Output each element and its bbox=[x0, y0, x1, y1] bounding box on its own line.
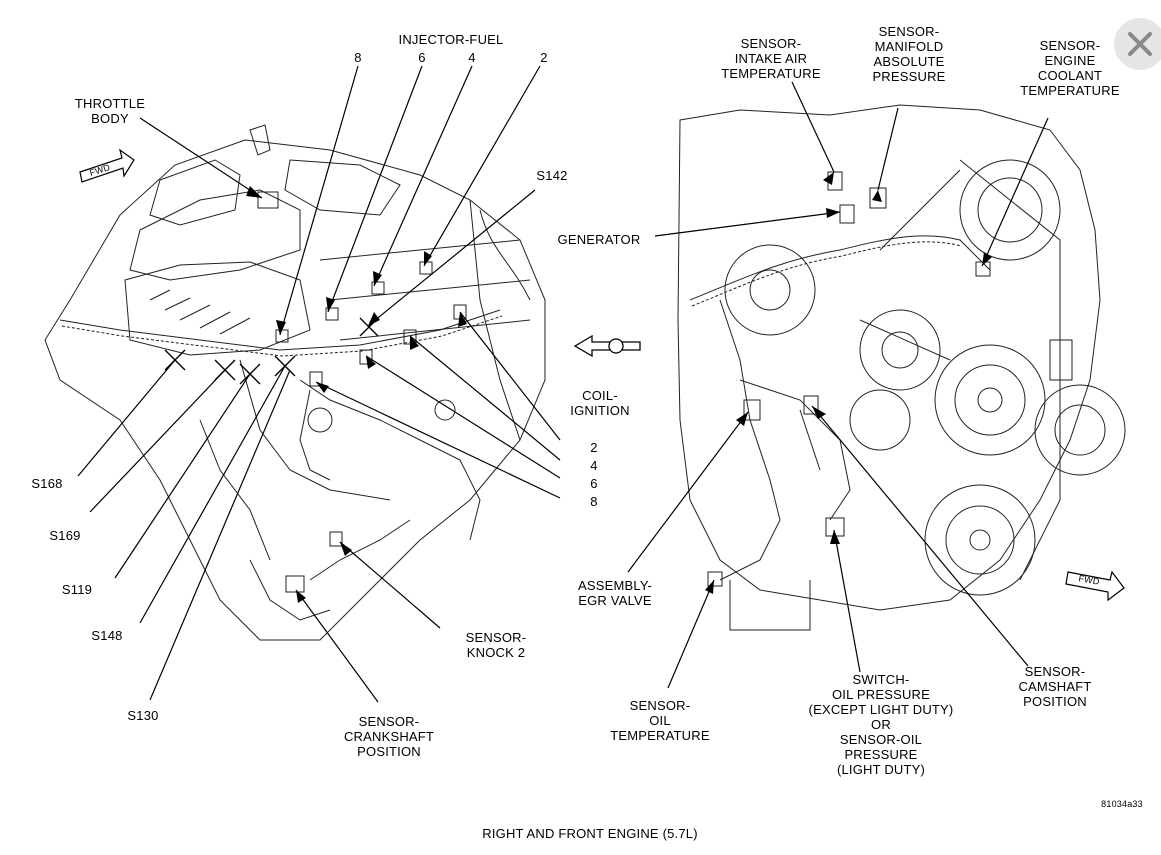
generator-label: GENERATOR bbox=[557, 232, 641, 247]
right-engine-sketch bbox=[677, 104, 1126, 631]
sensor-engine-coolant-temperature-label: SENSOR- ENGINE COOLANT TEMPERATURE bbox=[1020, 38, 1120, 98]
injector-8-label: 8 bbox=[354, 50, 362, 65]
fwd-arrow-icon bbox=[79, 148, 135, 183]
s168-label: S168 bbox=[31, 476, 63, 491]
s148-label: S148 bbox=[91, 628, 123, 643]
coil-4-label: 4 bbox=[590, 458, 598, 473]
injector-6-label: 6 bbox=[418, 50, 426, 65]
sensor-knock-2-label: SENSOR- KNOCK 2 bbox=[465, 630, 527, 660]
fwd-arrow-icon bbox=[1065, 570, 1125, 602]
coil-ignition-label: COIL- IGNITION bbox=[570, 388, 630, 418]
left-engine-sketch bbox=[44, 124, 546, 641]
sensor-manifold-absolute-pressure-label: SENSOR- MANIFOLD ABSOLUTE PRESSURE bbox=[872, 24, 946, 84]
leader-lines bbox=[77, 65, 1049, 703]
sensor-camshaft-position-label: SENSOR- CAMSHAFT POSITION bbox=[1018, 664, 1092, 709]
assembly-egr-valve-label: ASSEMBLY- EGR VALVE bbox=[577, 578, 653, 608]
s142-label: S142 bbox=[536, 168, 568, 183]
sensor-oil-temperature-label: SENSOR- OIL TEMPERATURE bbox=[610, 698, 710, 743]
injector-fuel-label: INJECTOR-FUEL bbox=[398, 32, 504, 47]
coil-2-label: 2 bbox=[590, 440, 598, 455]
figure-id: 81034a33 bbox=[1101, 799, 1143, 809]
close-icon bbox=[1128, 32, 1152, 56]
coil-6-label: 6 bbox=[590, 476, 598, 491]
switch-oil-pressure-label: SWITCH- OIL PRESSURE (EXCEPT LIGHT DUTY)… bbox=[808, 672, 954, 777]
sensor-crankshaft-position-label: SENSOR- CRANKSHAFT POSITION bbox=[343, 714, 435, 759]
throttle-body-label: THROTTLE BODY bbox=[74, 96, 146, 126]
s130-label: S130 bbox=[127, 708, 159, 723]
s169-label: S169 bbox=[49, 528, 81, 543]
arrowheads bbox=[246, 172, 992, 603]
injector-2-label: 2 bbox=[540, 50, 548, 65]
splice-marks bbox=[164, 317, 379, 385]
close-button[interactable] bbox=[1114, 18, 1161, 70]
diagram-caption: RIGHT AND FRONT ENGINE (5.7L) bbox=[482, 826, 698, 841]
coil-8-label: 8 bbox=[590, 494, 598, 509]
view-direction-arrow-icon bbox=[573, 334, 641, 358]
injector-4-label: 4 bbox=[468, 50, 476, 65]
s119-label: S119 bbox=[61, 582, 93, 597]
sensor-intake-air-temperature-label: SENSOR- INTAKE AIR TEMPERATURE bbox=[721, 36, 821, 81]
